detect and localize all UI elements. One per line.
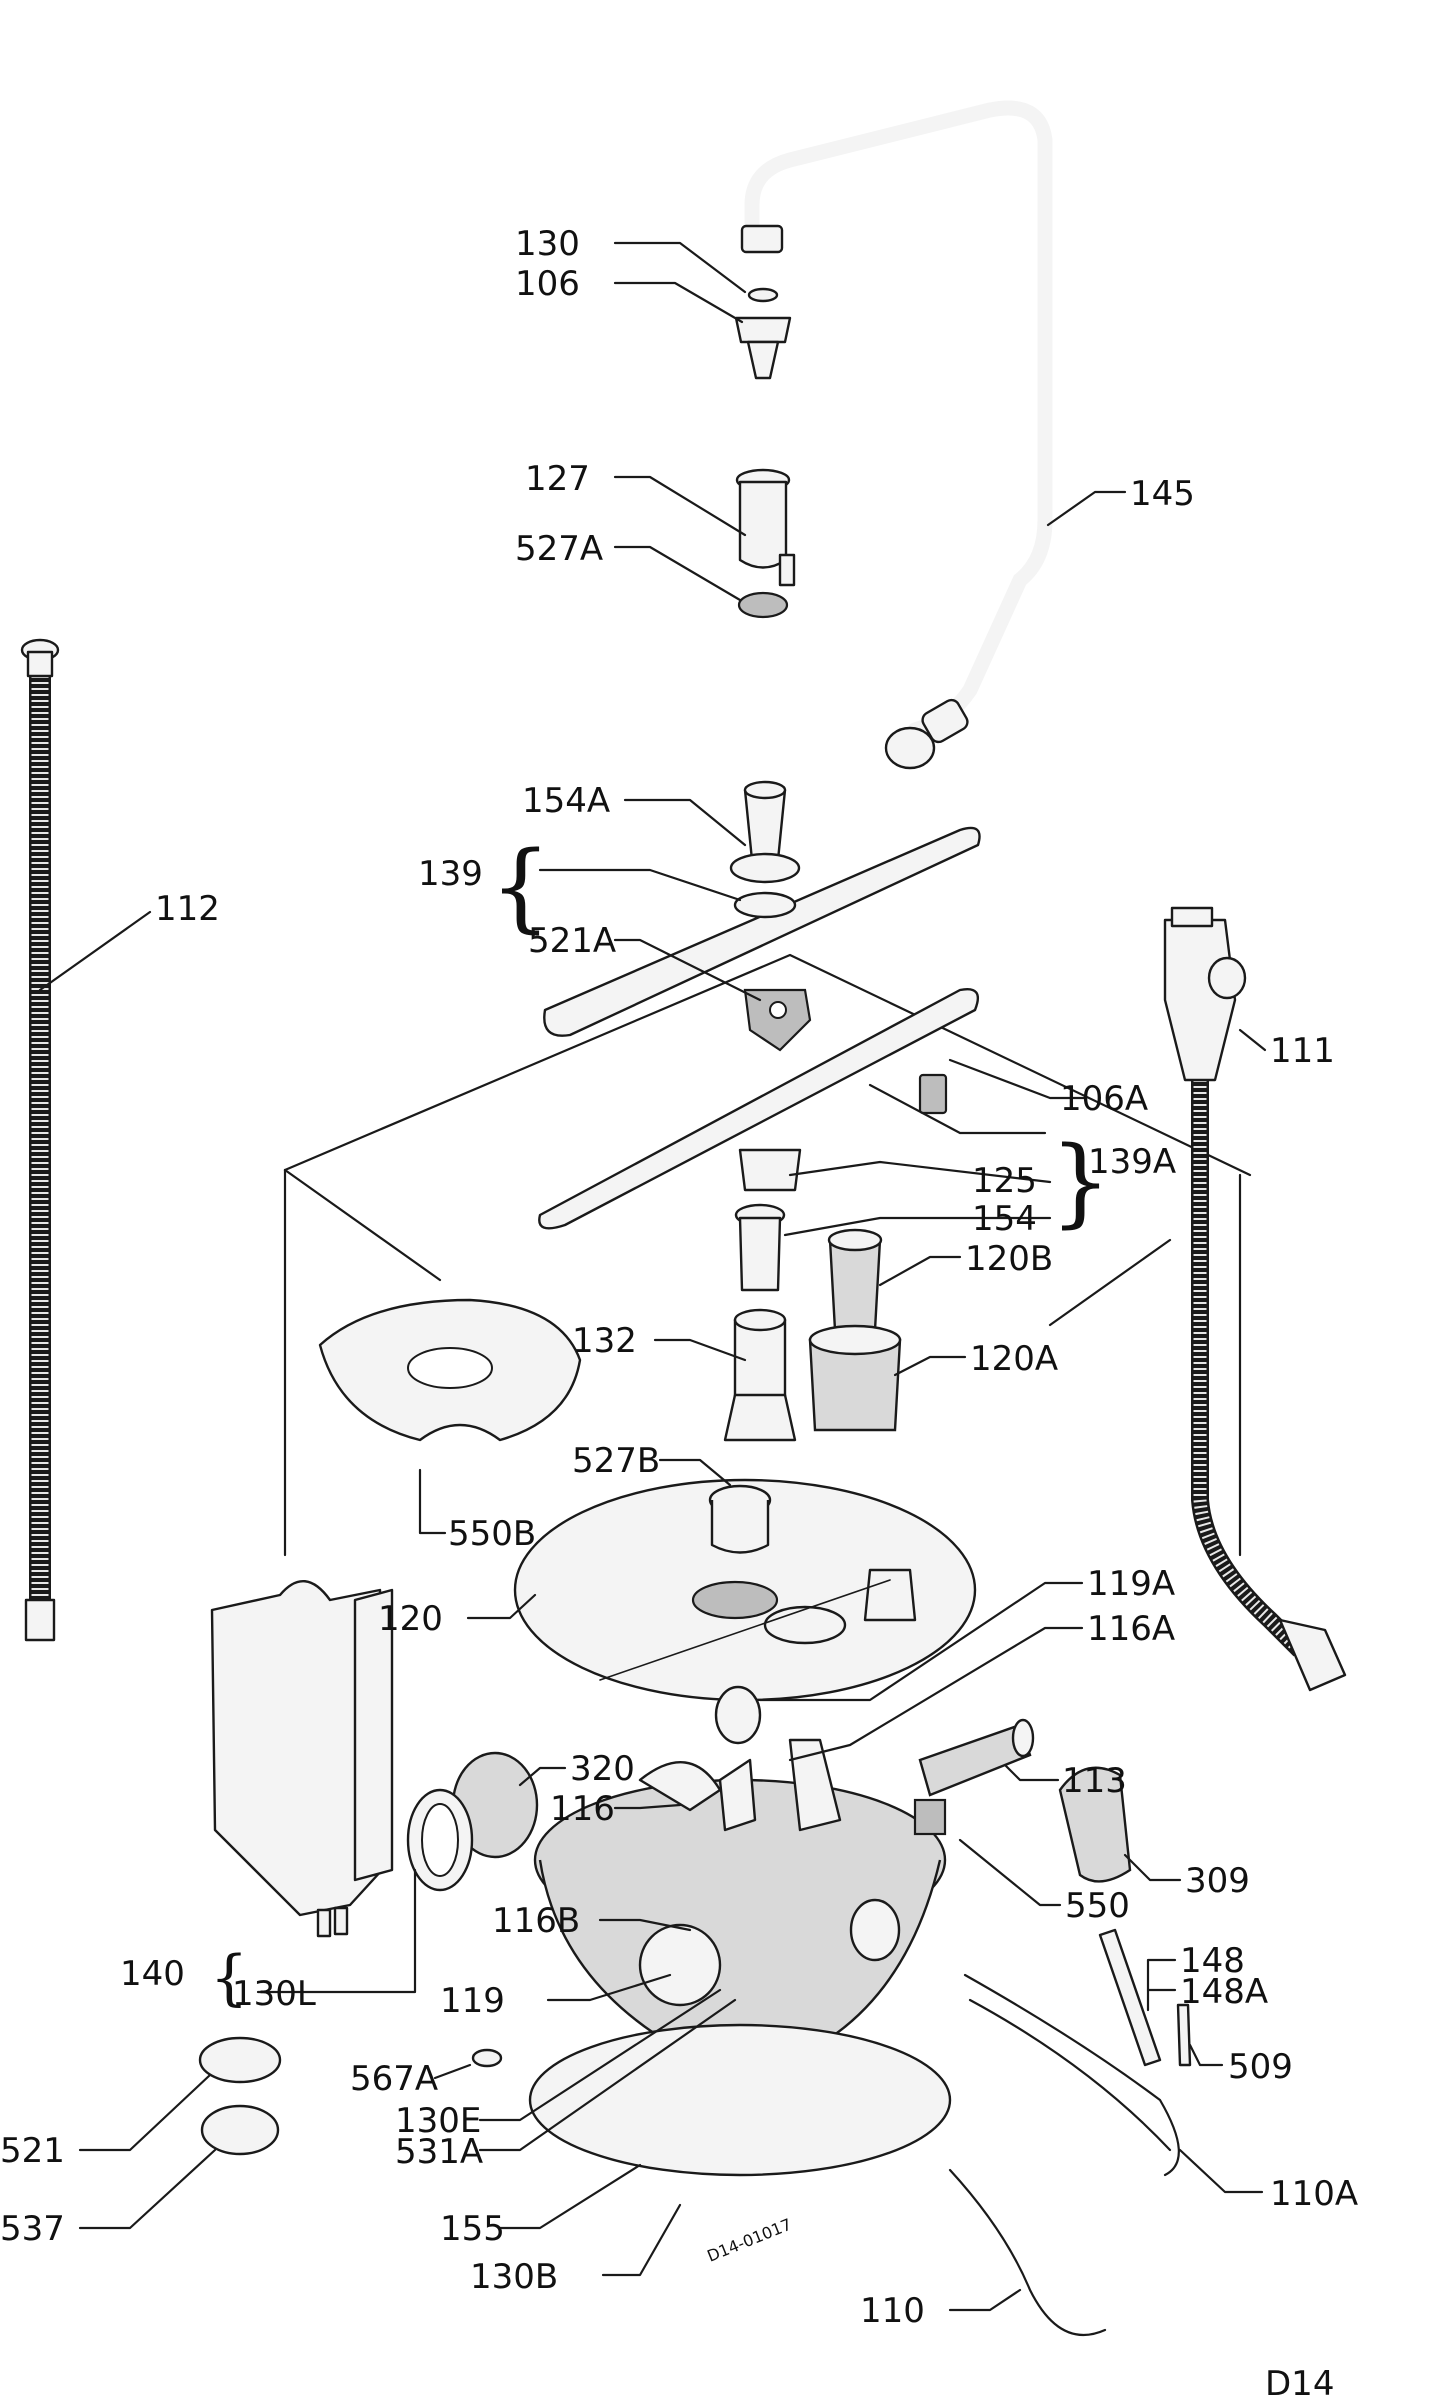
label-130a: 130 bbox=[515, 224, 580, 264]
label-106a: 106A bbox=[1060, 1079, 1148, 1119]
sump-housing bbox=[528, 1685, 952, 2177]
label-527b: 527B bbox=[572, 1441, 660, 1481]
label-120b: 120B bbox=[965, 1239, 1053, 1279]
clip-521a bbox=[743, 988, 812, 1052]
dispenser-140 bbox=[210, 1579, 394, 1938]
label-119a: 119A bbox=[1087, 1564, 1175, 1604]
upper-spray-tube-145 bbox=[740, 100, 1053, 770]
drawing-code: D14-01017 bbox=[704, 2215, 794, 2266]
label-116a: 116A bbox=[1087, 1609, 1175, 1649]
label-531a: 531A bbox=[395, 2132, 483, 2172]
label-130b: 130B bbox=[470, 2257, 558, 2297]
label-130l: 130L bbox=[232, 1974, 316, 2014]
label-106: 106 bbox=[515, 264, 580, 304]
lower-spray-arm-139a bbox=[538, 988, 980, 1230]
label-148a: 148A bbox=[1180, 1972, 1268, 2012]
label-145: 145 bbox=[1130, 474, 1195, 514]
hose-111 bbox=[1163, 906, 1347, 1692]
label-130e: 130E bbox=[395, 2101, 481, 2141]
label-116: 116 bbox=[550, 1789, 615, 1829]
side-parts-113-309 bbox=[913, 1718, 1132, 1883]
hoses-110 bbox=[948, 1973, 1180, 2337]
strainer-disk-550b bbox=[318, 1298, 582, 1442]
brace-140: { bbox=[210, 1943, 248, 2013]
label-140: 140 bbox=[120, 1954, 185, 1994]
small-part-567a bbox=[471, 2048, 503, 2068]
leader-lines bbox=[38, 241, 1267, 2312]
label-527a: 527A bbox=[515, 529, 603, 569]
label-139: 139 bbox=[418, 854, 483, 894]
label-116b: 116B bbox=[492, 1901, 580, 1941]
label-110: 110 bbox=[860, 2291, 925, 2331]
filter-plate-120 bbox=[513, 1478, 977, 1702]
label-550b: 550B bbox=[448, 1514, 536, 1554]
label-112: 112 bbox=[155, 889, 220, 929]
label-309: 309 bbox=[1185, 1861, 1250, 1901]
filter-120ab bbox=[808, 1228, 902, 1432]
label-537: 537 bbox=[0, 2209, 65, 2249]
upper-spray-arm-139 bbox=[543, 780, 981, 1037]
label-148: 148 bbox=[1180, 1941, 1245, 1981]
label-154a: 154A bbox=[522, 781, 610, 821]
cabinet-outline bbox=[283, 953, 1252, 1557]
rings-320-130l bbox=[406, 1751, 539, 1892]
hose-112 bbox=[20, 638, 60, 1642]
clips-148-509 bbox=[1098, 1928, 1192, 2067]
label-567a: 567A bbox=[350, 2059, 438, 2099]
label-119: 119 bbox=[440, 1981, 505, 2021]
label-111: 111 bbox=[1270, 1031, 1335, 1071]
label-509: 509 bbox=[1228, 2047, 1293, 2087]
coupling-127 bbox=[735, 468, 796, 619]
center-assembly-125-132 bbox=[723, 1148, 802, 1442]
discs-521-537 bbox=[198, 2036, 282, 2156]
label-154: 154 bbox=[972, 1199, 1037, 1239]
label-139a: 139A bbox=[1088, 1142, 1176, 1182]
label-120: 120 bbox=[378, 1599, 443, 1639]
label-550: 550 bbox=[1065, 1886, 1130, 1926]
label-127: 127 bbox=[525, 459, 590, 499]
label-320: 320 bbox=[570, 1749, 635, 1789]
label-120a: 120A bbox=[970, 1339, 1058, 1379]
label-113: 113 bbox=[1062, 1761, 1127, 1801]
label-125: 125 bbox=[972, 1161, 1037, 1201]
label-132: 132 bbox=[572, 1321, 637, 1361]
brace-139a: } bbox=[1050, 1126, 1111, 1238]
nozzle-106 bbox=[734, 287, 792, 380]
part-labels: 130 106 127 527A 145 154A 139 { 521A 112… bbox=[0, 224, 1358, 2400]
label-155: 155 bbox=[440, 2209, 505, 2249]
brace-139: { bbox=[490, 831, 551, 943]
label-521: 521 bbox=[0, 2131, 65, 2171]
label-110a: 110A bbox=[1270, 2174, 1358, 2214]
label-521a: 521A bbox=[528, 921, 616, 961]
page-code: D14 bbox=[1265, 2364, 1334, 2400]
